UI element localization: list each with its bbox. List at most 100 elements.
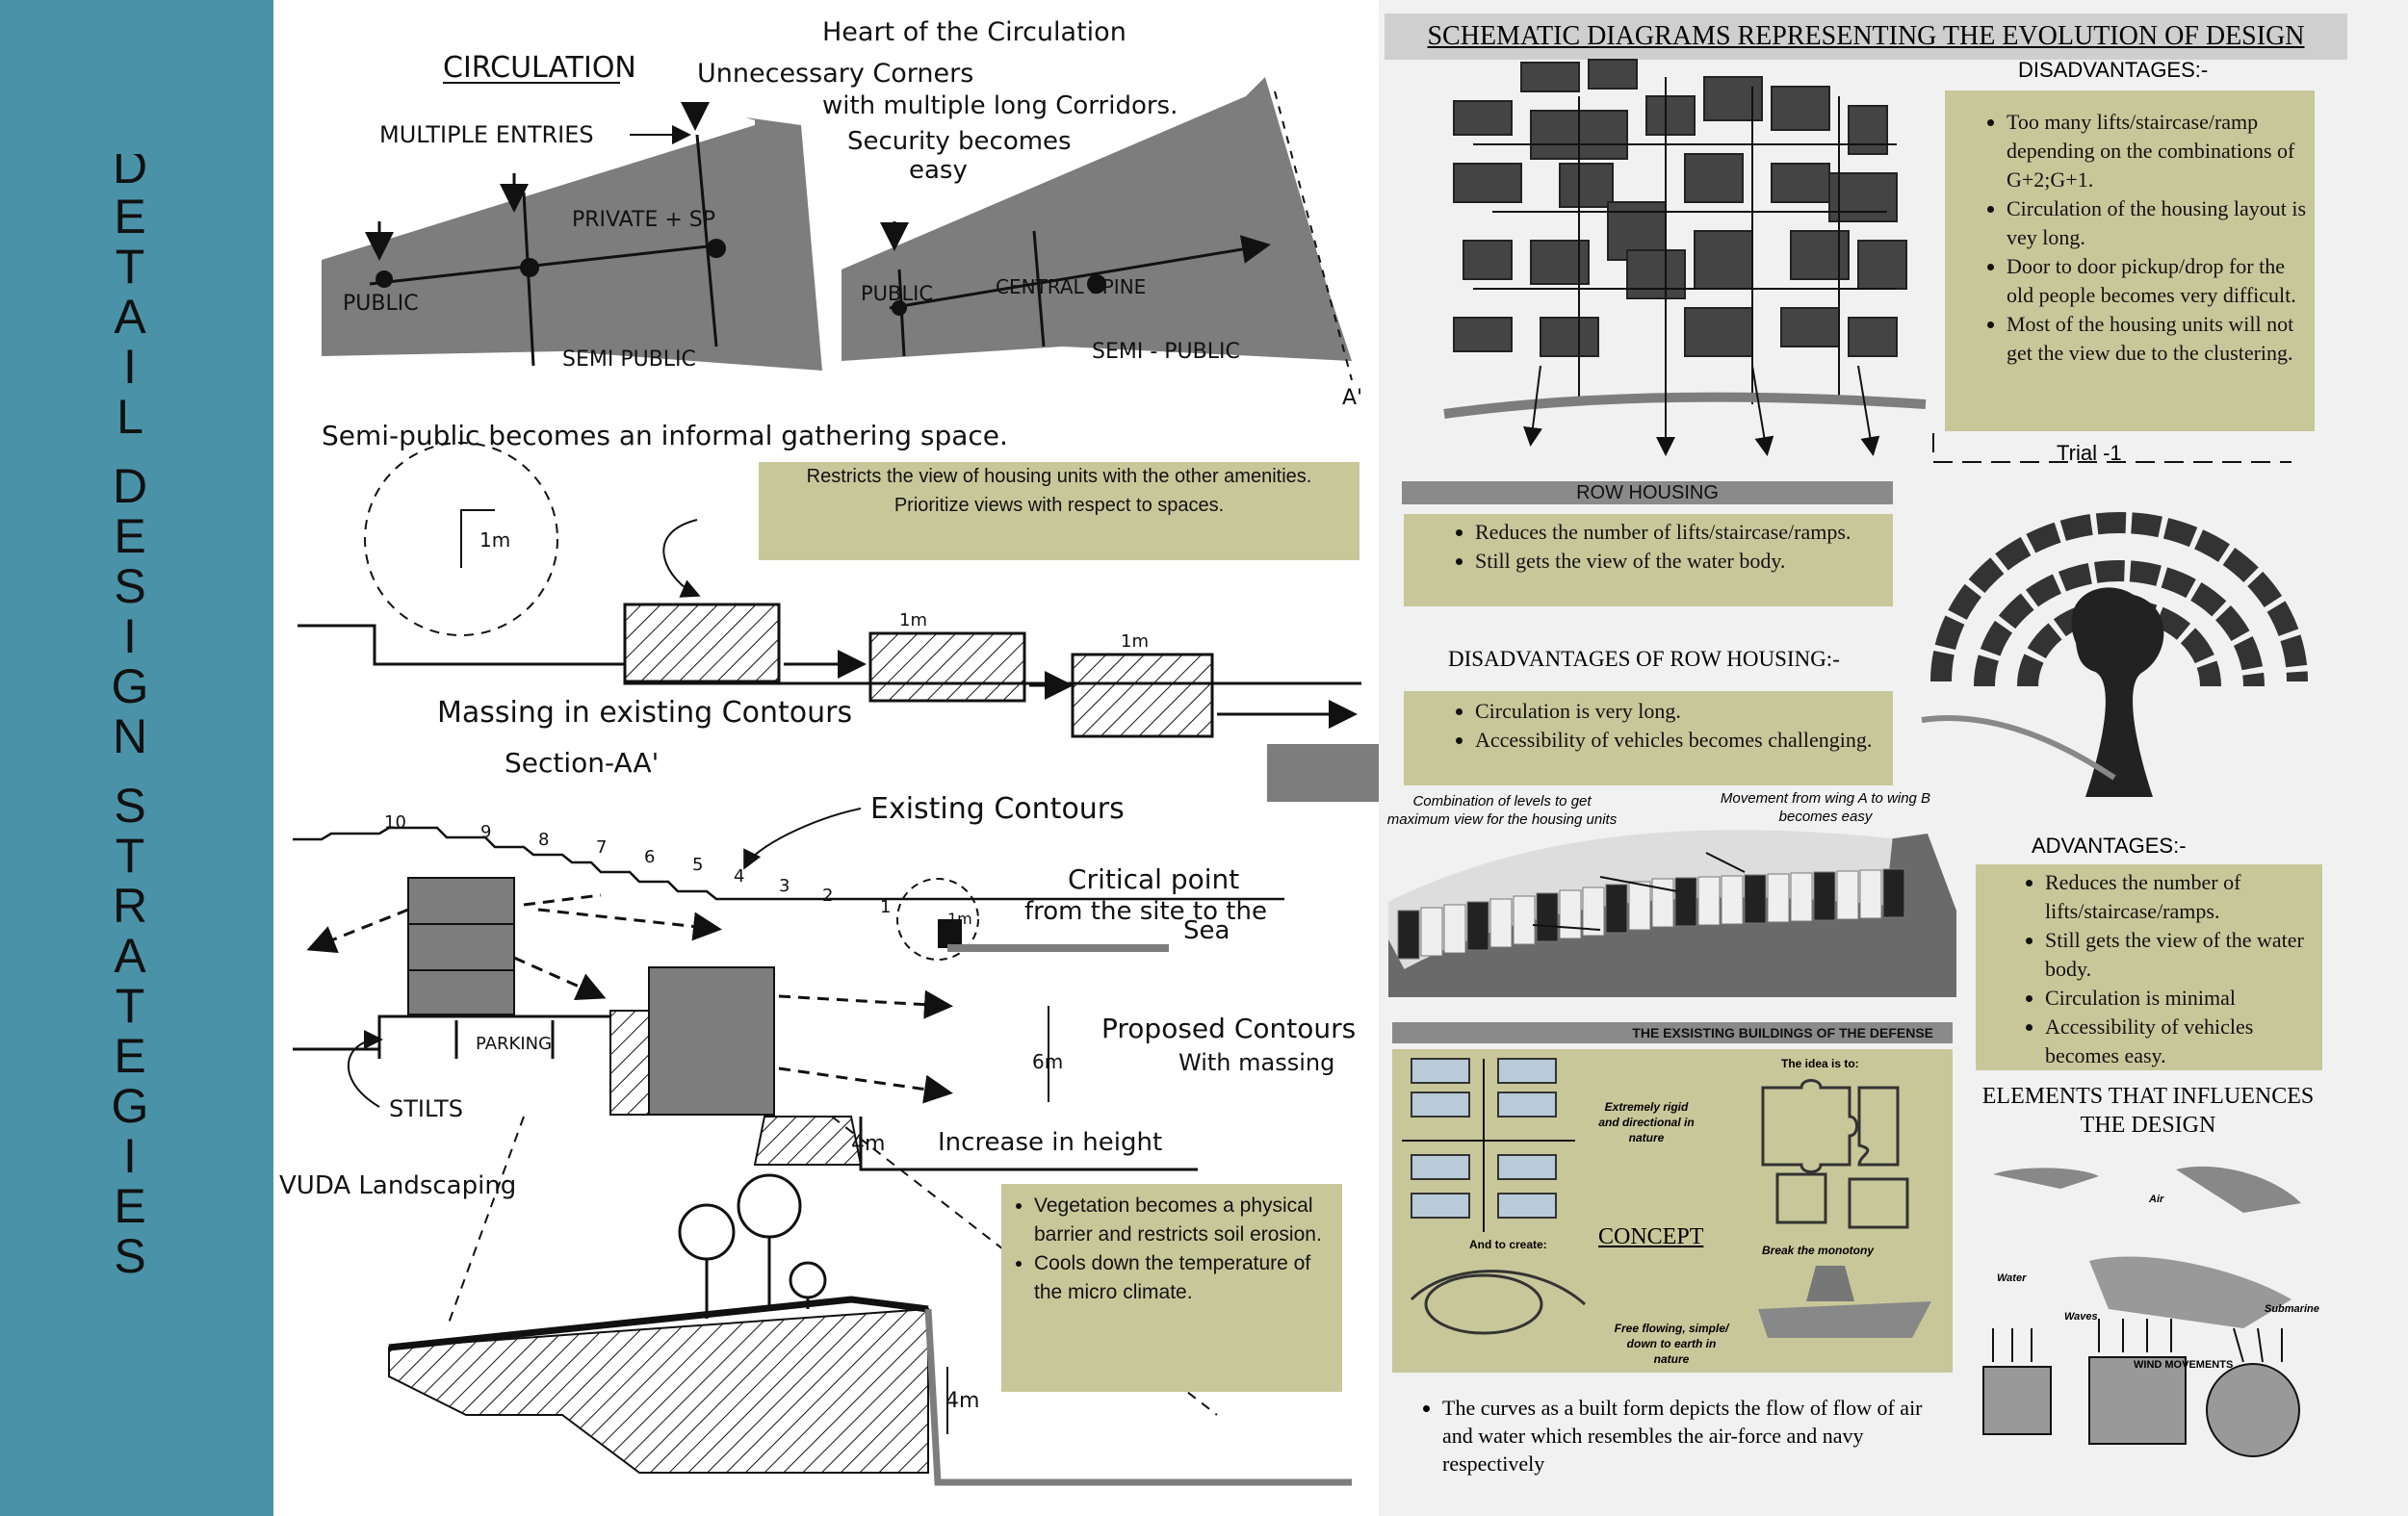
corridors-text: with multiple long Corridors. [822, 91, 1178, 120]
row-housing-cell [1444, 905, 1465, 953]
row-housing-box: Reduces the number of lifts/staircase/ra… [1404, 514, 1893, 606]
cluster-block [1454, 101, 1512, 135]
row-housing-cell [1814, 872, 1835, 920]
sidebar-letter: G [112, 659, 149, 713]
existing-building-block [1498, 1092, 1556, 1117]
contour-number: 9 [480, 822, 491, 842]
contour-number: 3 [779, 876, 790, 896]
cluster-block [1849, 106, 1887, 154]
view-note-2: Prioritize views with respect to spaces. [759, 491, 1359, 520]
corners-text: Unnecessary Corners [697, 59, 973, 89]
row-housing-cell [1768, 874, 1789, 922]
vegetation-note-box: Vegetation becomes a physical barrier an… [1001, 1184, 1342, 1392]
sidebar-letter: R [113, 879, 147, 933]
contour-number: 7 [596, 837, 607, 858]
sidebar-letter: A [114, 929, 146, 983]
semi-public-right-label: SEMI - PUBLIC [1092, 340, 1240, 364]
proposed-block-2 [649, 967, 774, 1115]
semi-public-note: Semi-public becomes an informal gatherin… [322, 420, 1008, 451]
row-housing-cell [1606, 885, 1627, 933]
row-disadv-title: DISADVANTAGES OF ROW HOUSING:- [1448, 647, 1840, 672]
movement-note: Movement from wing A to wing B becomes e… [1712, 789, 1939, 826]
row-housing-cell [1698, 877, 1720, 925]
existing-building-block [1498, 1194, 1556, 1218]
parking-label: PARKING [476, 1034, 552, 1054]
dim-6m: 6m [1032, 1050, 1063, 1073]
increase-height-label: Increase in height [938, 1128, 1162, 1157]
dim-4m-b: 4m [945, 1389, 979, 1413]
sidebar-letter: D [113, 154, 147, 193]
dim-1m-a: 1m [899, 610, 927, 630]
sidebar-letter: E [114, 509, 145, 563]
cluster-block [1685, 308, 1752, 356]
semi-public-left-label: SEMI PUBLIC [562, 347, 696, 372]
advantage-1: Reduces the number of lifts/staircase/ra… [2045, 868, 2322, 926]
public-left-label: PUBLIC [343, 292, 419, 316]
security-text: Security becomes [847, 127, 1072, 156]
contour-number: 10 [384, 812, 406, 833]
rigid-note: Extremely rigid and directional in natur… [1598, 1099, 1695, 1145]
row-housing-cell [1837, 871, 1858, 919]
cluster-block [1627, 250, 1685, 298]
sidebar-letter: G [112, 1079, 149, 1133]
advantages-title: ADVANTAGES:- [2032, 834, 2187, 859]
cluster-block [1463, 241, 1512, 279]
sidebar-letter: T [116, 979, 145, 1033]
disadvantage-3: Door to door pickup/drop for the old peo… [2007, 252, 2307, 310]
advantage-2: Still gets the view of the water body. [2045, 926, 2322, 984]
contour-number: 2 [822, 886, 833, 906]
cut-grey-block [1267, 744, 1379, 802]
sidebar-letter: L [117, 390, 143, 444]
multiple-entries-label: MULTIPLE ENTRIES [379, 121, 594, 148]
vuda-label: VUDA Landscaping [279, 1171, 516, 1200]
dim-1m-circle: 1m [479, 528, 510, 552]
elements-diagram [1955, 1145, 2320, 1511]
row-housing-cell [1398, 911, 1419, 959]
existing-building-block [1498, 1059, 1556, 1083]
row-housing-title: ROW HOUSING [1576, 482, 1719, 503]
idea-note: The idea is to: [1781, 1057, 1859, 1070]
vegetation-note-2: Cools down the temperature of the micro … [1034, 1249, 1342, 1307]
row-housing-cell [1560, 890, 1581, 938]
view-note-box: Restricts the view of housing units with… [759, 462, 1359, 560]
row-housing-cell [1722, 876, 1743, 924]
cluster-block [1772, 164, 1829, 202]
with-massing-label: With massing [1178, 1049, 1334, 1076]
concept-label: CONCEPT [1598, 1224, 1703, 1250]
wind-label: WIND MOVEMENTS [2134, 1359, 2233, 1371]
sidebar-letter: I [123, 340, 137, 394]
elements-title: ELEMENTS THAT INFLUENCES THE DESIGN [1970, 1082, 2326, 1140]
contour-number: 4 [734, 866, 744, 886]
view-note-1: Restricts the view of housing units with… [759, 462, 1359, 491]
cluster-block [1646, 96, 1695, 135]
easy-text: easy [909, 156, 968, 185]
row-housing-cell [1421, 908, 1442, 956]
from-site-label: from the site to the [1024, 897, 1267, 926]
sidebar-letter: I [123, 609, 137, 663]
massing-title: Massing in existing Contours [437, 696, 852, 730]
public-right-label: PUBLIC [861, 282, 933, 305]
left-plan-shape [322, 117, 822, 371]
existing-building-block [1411, 1059, 1469, 1083]
and-create-note: And to create: [1469, 1238, 1547, 1251]
cluster-diagram [1435, 58, 1935, 472]
contour-number: 5 [692, 855, 703, 875]
existing-buildings-bar: THE EXSISTING BUILDINGS OF THE DEFENSE [1392, 1022, 1953, 1043]
private-sp-label: PRIVATE + SP [572, 208, 715, 232]
vegetation-note-1: Vegetation becomes a physical barrier an… [1034, 1192, 1342, 1249]
disadvantages-title: DISADVANTAGES:- [2018, 58, 2249, 83]
cluster-block [1454, 318, 1512, 351]
row-housing-cell [1537, 893, 1558, 941]
existing-contours-label: Existing Contours [870, 792, 1125, 826]
schematic-header-text: SCHEMATIC DIAGRAMS REPRESENTING THE EVOL… [1427, 21, 2304, 51]
dim-4m-a: 4m [851, 1132, 885, 1156]
mass-block-2 [870, 633, 1024, 701]
contour-number: 1 [880, 897, 891, 917]
sidebar-letter: N [113, 709, 147, 763]
sidebar-letter: I [123, 1129, 137, 1183]
cluster-block [1858, 241, 1906, 289]
row-housing-cell [1629, 882, 1650, 930]
row-housing-cell [1514, 896, 1535, 944]
water-label: Water [1997, 1272, 2026, 1284]
sidebar-letter: D [113, 459, 147, 513]
